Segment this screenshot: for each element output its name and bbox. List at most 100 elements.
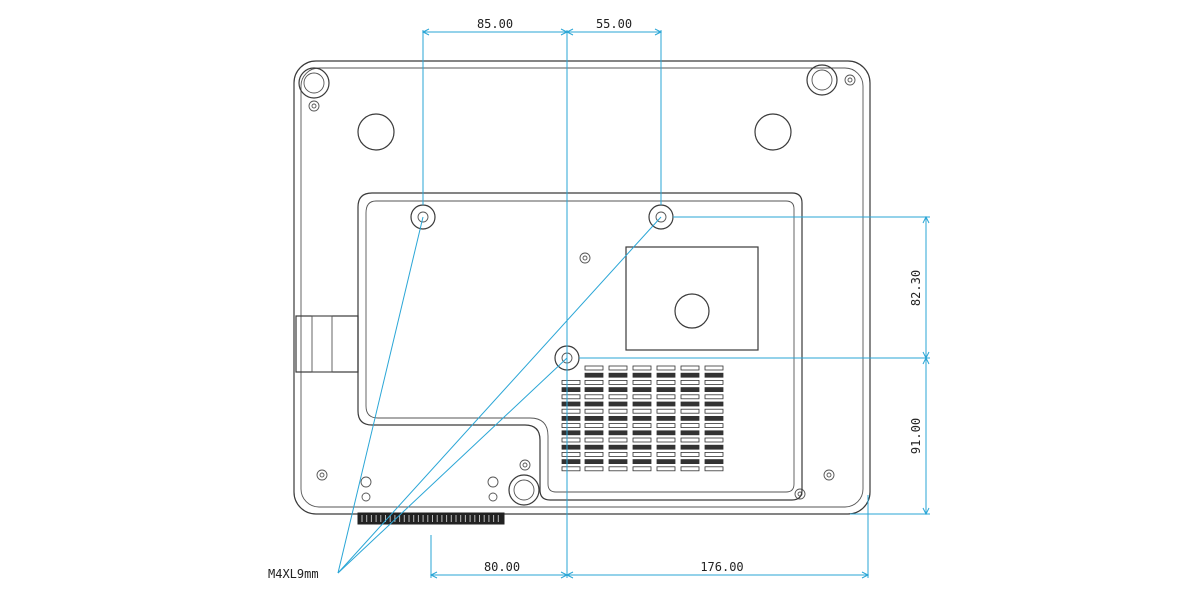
- vent-slot: [561, 387, 581, 393]
- inner-panel: [357, 192, 803, 501]
- vent-slot: [656, 459, 676, 465]
- vent-slot: [561, 379, 581, 385]
- vent-slot: [656, 430, 676, 436]
- vent-slot: [680, 387, 700, 393]
- vent-slot: [632, 372, 652, 378]
- vent-slot: [584, 394, 604, 400]
- vent-slot: [608, 451, 628, 457]
- mounting-holes: [410, 204, 674, 371]
- dim-bottom-right: 176.00: [700, 560, 743, 574]
- vent-slot: [680, 451, 700, 457]
- vent-slot: [656, 466, 676, 472]
- vent-slot: [680, 466, 700, 472]
- small-screws: [308, 74, 856, 502]
- vent-slot: [584, 379, 604, 385]
- vent-slot: [632, 451, 652, 457]
- vent-slot: [584, 430, 604, 436]
- vent-slot: [656, 387, 676, 393]
- vent-slot: [656, 423, 676, 429]
- vent-slot: [704, 430, 724, 436]
- vent-slot: [561, 394, 581, 400]
- vent-slot: [584, 451, 604, 457]
- vent-slot: [608, 444, 628, 450]
- vent-slot: [584, 444, 604, 450]
- vent-slot: [561, 430, 581, 436]
- vent-slot: [704, 423, 724, 429]
- screw-callout-label: M4XL9mm: [268, 567, 319, 581]
- vent-slot: [608, 437, 628, 443]
- vent-slot: [561, 437, 581, 443]
- vent-slot: [608, 401, 628, 407]
- vent-slot: [656, 437, 676, 443]
- vent-slot: [561, 466, 581, 472]
- vent-slot: [704, 401, 724, 407]
- vent-slot: [680, 408, 700, 414]
- vent-slot: [632, 365, 652, 371]
- vent-slot: [656, 365, 676, 371]
- vent-slot: [584, 372, 604, 378]
- vent-slot: [584, 415, 604, 421]
- vent-slot: [608, 466, 628, 472]
- vent-slot: [680, 415, 700, 421]
- vent-slot: [704, 365, 724, 371]
- vent-slot: [632, 423, 652, 429]
- vent-slot: [608, 365, 628, 371]
- vent-slot: [656, 444, 676, 450]
- vent-slot: [584, 423, 604, 429]
- vent-slot: [704, 408, 724, 414]
- vent-slot: [704, 444, 724, 450]
- vent-slot: [561, 444, 581, 450]
- vent-slot: [680, 459, 700, 465]
- vent-slot: [584, 365, 604, 371]
- dim-top-left: 85.00: [477, 17, 513, 31]
- vent-slot: [632, 430, 652, 436]
- vent-slot: [656, 415, 676, 421]
- vent-slot: [608, 430, 628, 436]
- vent-slot: [680, 394, 700, 400]
- vent-slot: [680, 423, 700, 429]
- vent-slot: [608, 459, 628, 465]
- vent-slot: [632, 394, 652, 400]
- dim-right-upper: 82.30: [909, 270, 923, 306]
- vent-slot: [704, 466, 724, 472]
- vent-slot: [608, 379, 628, 385]
- vent-slot: [561, 451, 581, 457]
- dim-right-lower: 91.00: [909, 418, 923, 454]
- vent-slot: [704, 437, 724, 443]
- vent-slot: [704, 451, 724, 457]
- vent-grid: [561, 365, 724, 472]
- dim-top-right: 55.00: [596, 17, 632, 31]
- vent-slot: [584, 466, 604, 472]
- vent-slot: [704, 372, 724, 378]
- vent-slot: [704, 394, 724, 400]
- vent-slot: [632, 437, 652, 443]
- vent-slot: [632, 387, 652, 393]
- vent-slot: [608, 394, 628, 400]
- vent-slot: [704, 459, 724, 465]
- vent-slot: [680, 379, 700, 385]
- vent-slot: [656, 408, 676, 414]
- corner-feet: [298, 64, 838, 506]
- vent-slot: [680, 437, 700, 443]
- vent-slot: [561, 459, 581, 465]
- vent-slot: [608, 423, 628, 429]
- vent-slot: [656, 372, 676, 378]
- vent-slot: [680, 444, 700, 450]
- vent-slot: [632, 459, 652, 465]
- vent-slot: [704, 379, 724, 385]
- vent-slot: [704, 387, 724, 393]
- vent-slot: [656, 451, 676, 457]
- vent-slot: [561, 423, 581, 429]
- vent-slot: [632, 408, 652, 414]
- vent-slot: [656, 379, 676, 385]
- vent-slot: [632, 415, 652, 421]
- vent-slot: [704, 415, 724, 421]
- vent-slot: [561, 408, 581, 414]
- vent-slot: [656, 394, 676, 400]
- vent-slot: [680, 430, 700, 436]
- vent-slot: [584, 401, 604, 407]
- lamp-cover: [625, 246, 759, 351]
- vent-slot: [561, 401, 581, 407]
- vent-slot: [561, 415, 581, 421]
